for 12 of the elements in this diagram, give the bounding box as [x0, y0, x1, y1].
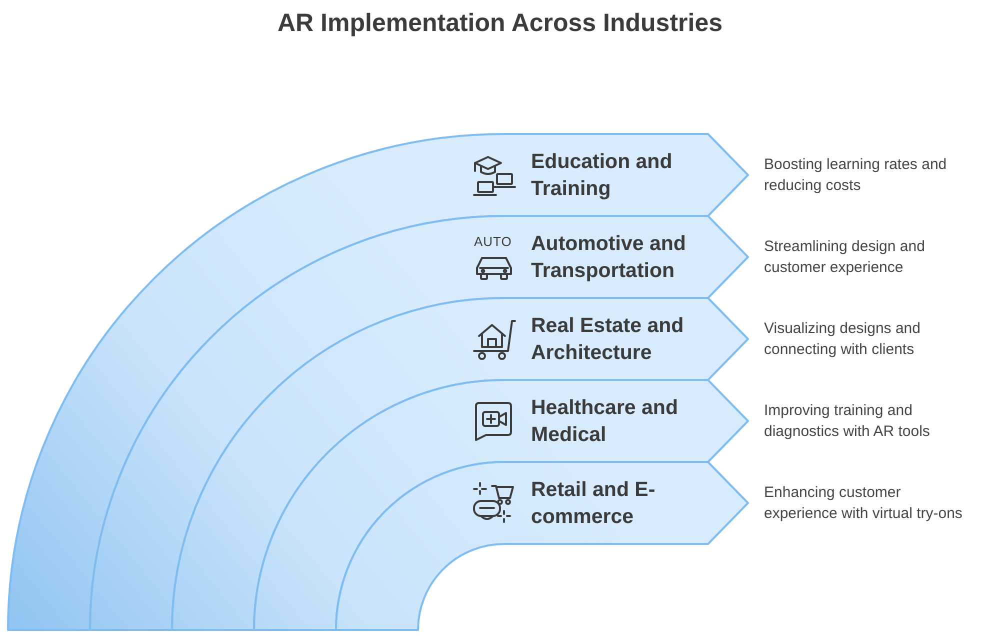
description-text: Improving training and diagnostics with AR tools: [764, 401, 931, 442]
industry-title: Real Estate and Architecture: [531, 313, 685, 366]
industry-title: Automotive and Transportation: [531, 231, 687, 284]
industry-title: Education and Training: [531, 149, 674, 202]
industry-title: Healthcare and Medical: [531, 395, 679, 448]
icon-caption: AUTO: [474, 234, 512, 249]
diagram-title: AR Implementation Across Industries: [278, 8, 722, 38]
industry-title: Retail and E-commerce: [531, 477, 656, 530]
description-text: Streamlining design and customer experience: [764, 237, 926, 278]
description-text: Enhancing customer experience with virtual try-ons: [764, 483, 964, 524]
description-text: Visualizing designs and connecting with clients: [764, 319, 922, 360]
description-text: Boosting learning rates and reducing costs: [764, 155, 948, 196]
